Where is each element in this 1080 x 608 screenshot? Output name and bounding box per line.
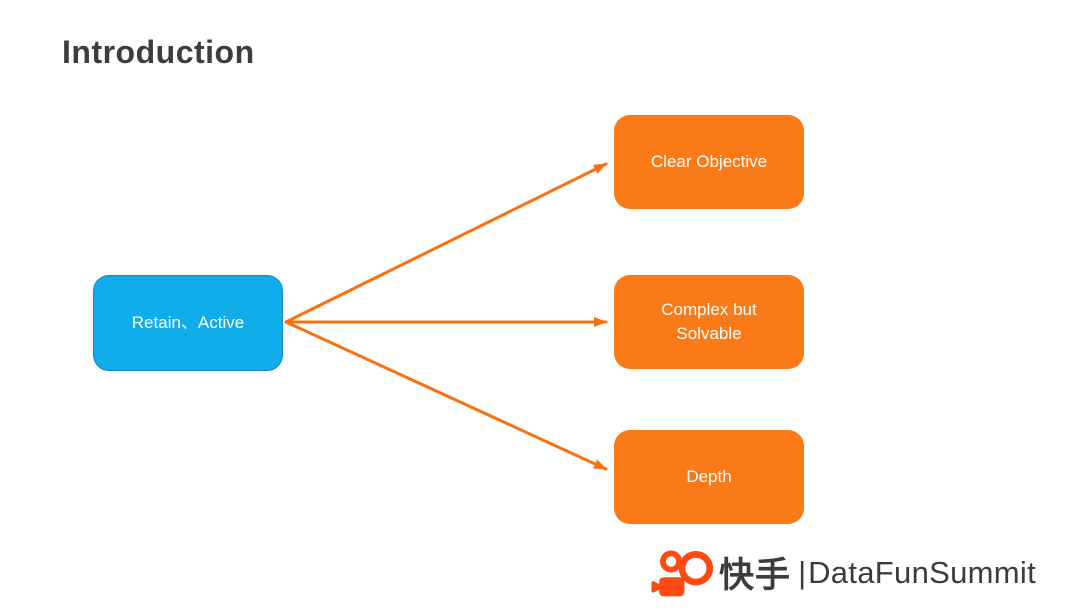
kuaishou-camera-icon <box>651 550 714 596</box>
arrow-to-depth <box>284 320 608 471</box>
brand-name: 快手 <box>719 556 792 595</box>
node-clear-objective: Clear Objective <box>614 115 804 209</box>
logo-divider: | <box>798 554 807 590</box>
page-title: Introduction <box>62 34 255 70</box>
node-label: Depth <box>686 467 732 487</box>
node-label: Complex but Solvable <box>661 300 757 343</box>
event-name: DataFunSummit <box>808 554 1036 590</box>
brand-logo: 快手 | DataFunSummit <box>651 547 1036 598</box>
node-complex-but-solvable: Complex but Solvable <box>614 275 804 369</box>
arrow-to-clear-objective <box>284 162 608 324</box>
node-retain-active: Retain、Active <box>93 275 283 371</box>
node-label: Retain、Active <box>131 313 245 333</box>
node-depth: Depth <box>614 430 804 524</box>
node-label: Clear Objective <box>650 152 768 172</box>
